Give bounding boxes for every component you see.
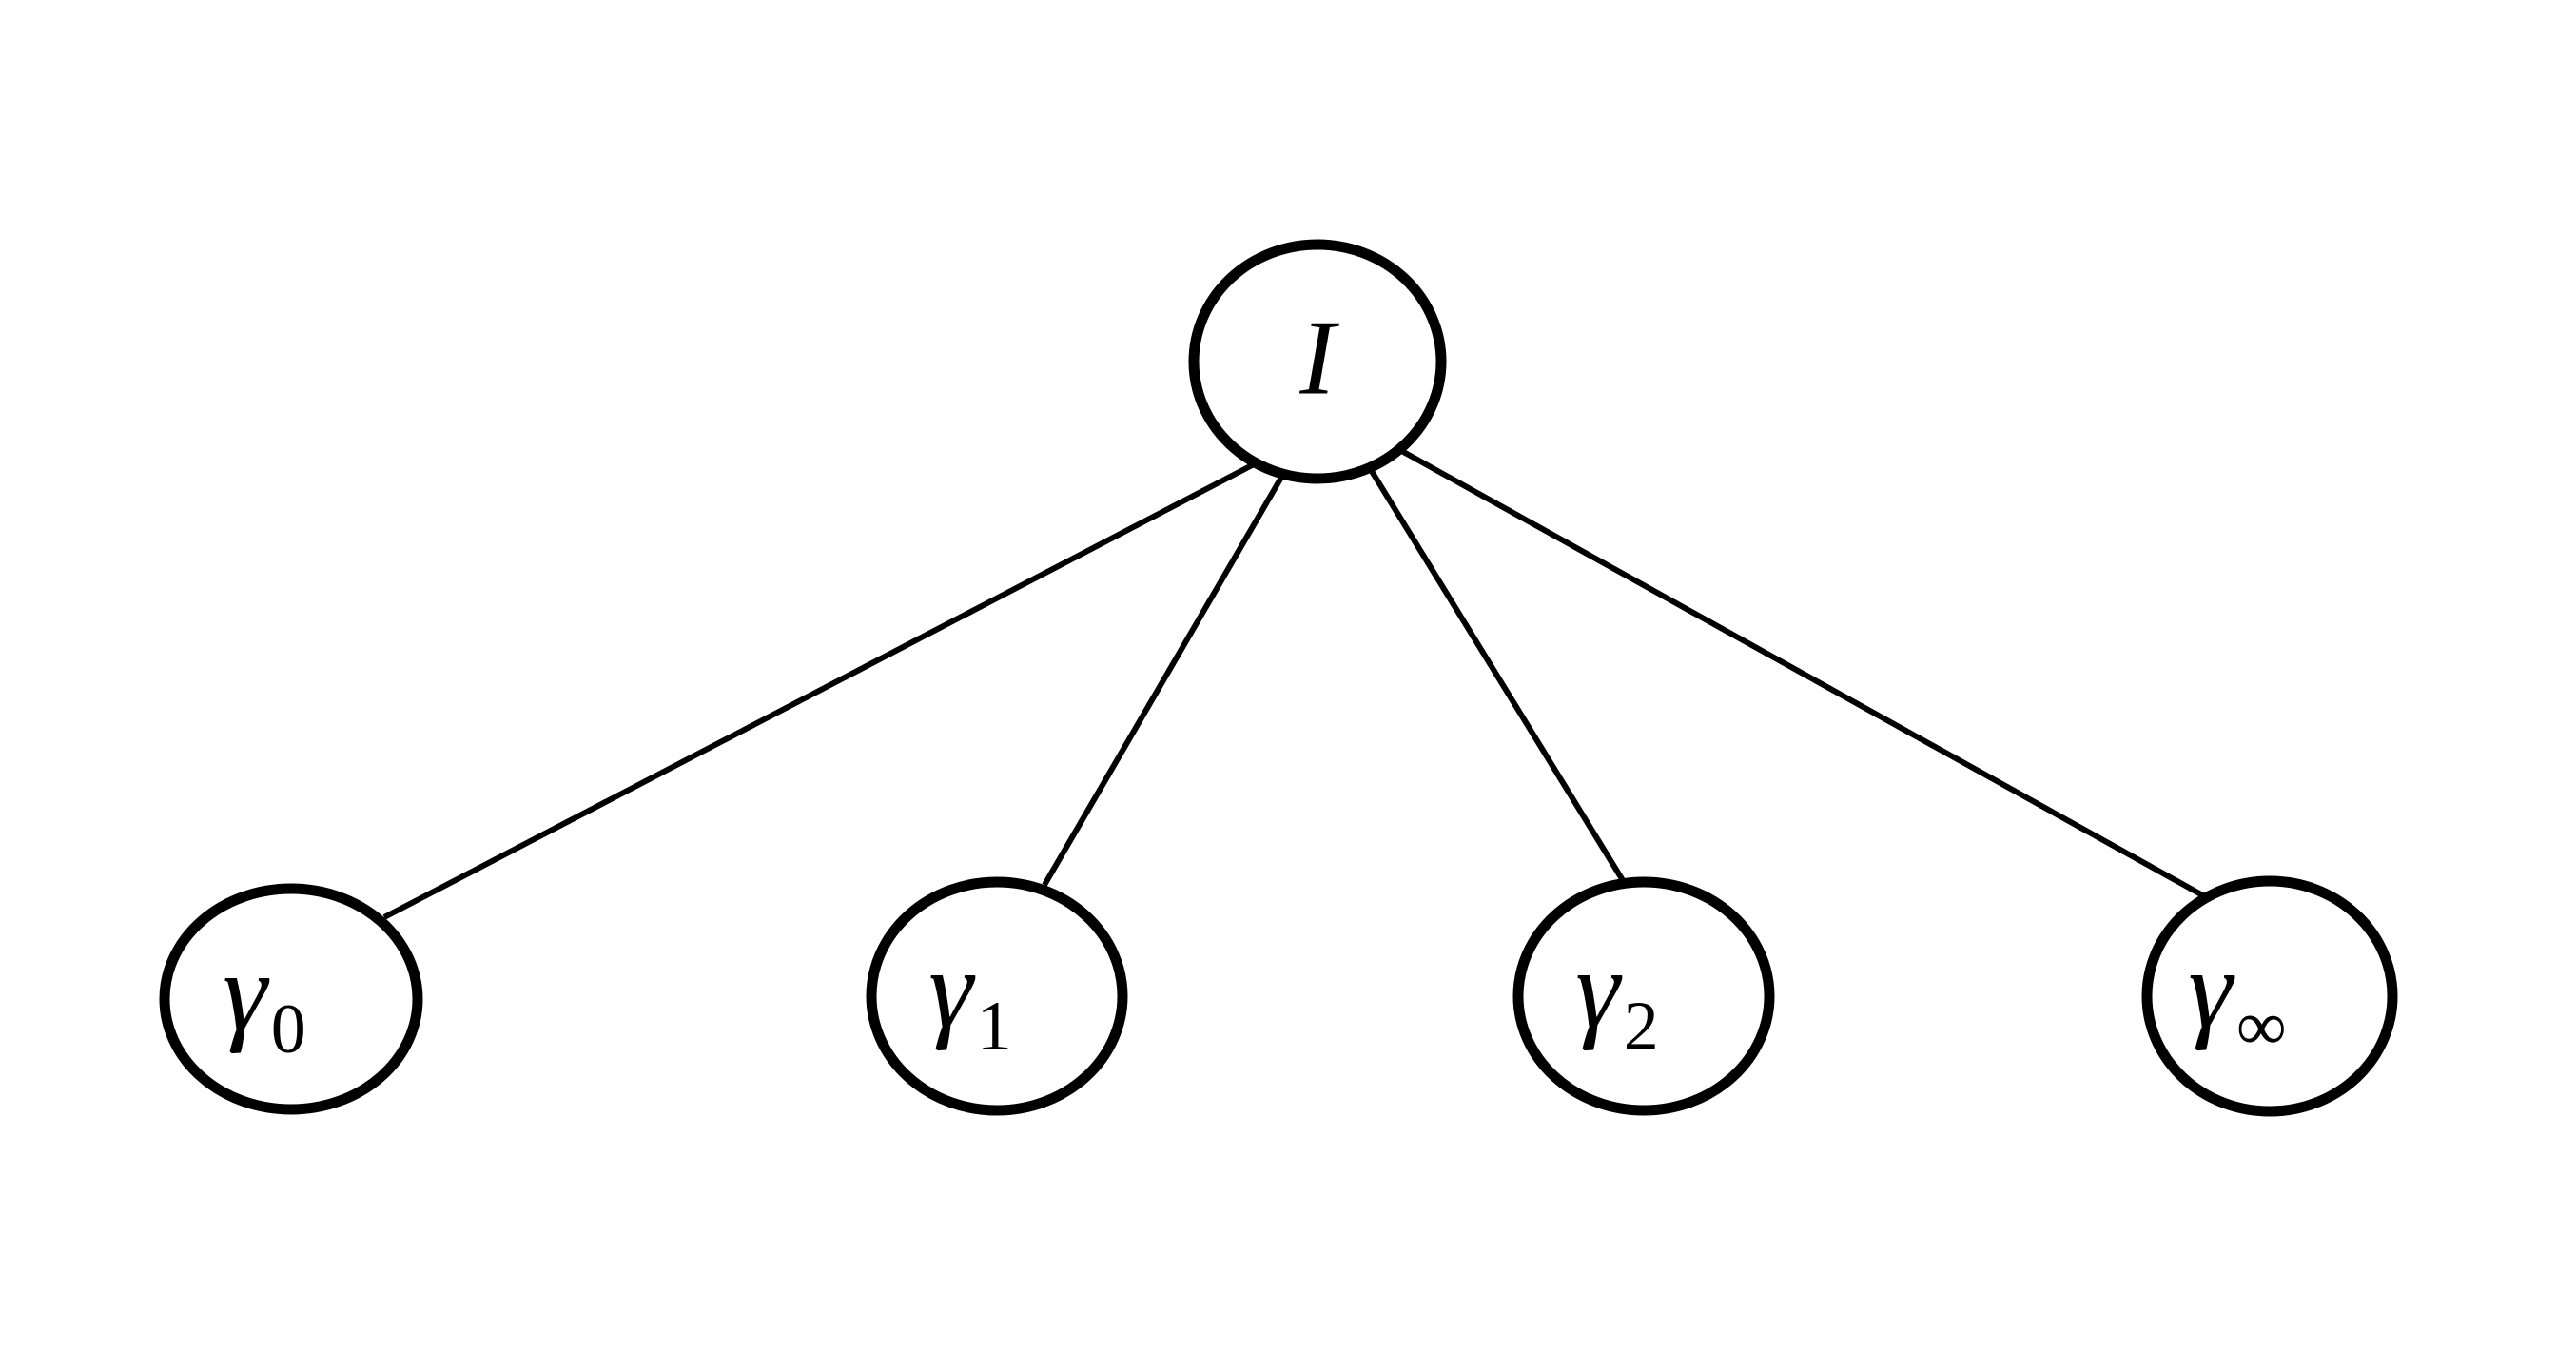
edge-root-to-gamma-infinity[interactable]	[1396, 446, 2218, 906]
node-root-label: I	[1298, 300, 1339, 418]
node-gamma-0-subscript: 0	[271, 990, 306, 1069]
node-gamma-infinity-symbol: γ	[2188, 927, 2235, 1051]
node-root-circle[interactable]	[1188, 239, 1447, 484]
node-gamma-2-subscript: 2	[1624, 988, 1659, 1066]
edge-root-to-gamma-1[interactable]	[1042, 474, 1285, 887]
node-gamma-1-label: γ1	[928, 927, 1012, 1066]
edge-group	[382, 446, 2218, 920]
node-gamma-infinity-label: γ∞	[2188, 927, 2286, 1066]
node-gamma-2[interactable]: γ2	[1512, 876, 1775, 1116]
node-gamma-0-circle[interactable]	[159, 883, 423, 1115]
node-gamma-infinity[interactable]: γ∞	[2141, 875, 2398, 1117]
node-gamma-0[interactable]: γ0	[159, 883, 423, 1115]
node-gamma-2-label: γ2	[1575, 927, 1659, 1066]
edge-root-to-gamma-2[interactable]	[1367, 466, 1627, 884]
node-gamma-1-circle[interactable]	[866, 876, 1128, 1116]
node-gamma-0-label: γ0	[223, 930, 306, 1069]
node-gamma-1-subscript: 1	[977, 988, 1012, 1066]
node-gamma-2-symbol: γ	[1575, 927, 1623, 1051]
node-gamma-2-circle[interactable]	[1512, 876, 1775, 1116]
edge-root-to-gamma-0[interactable]	[382, 461, 1258, 920]
node-root-identity[interactable]: I	[1188, 239, 1447, 484]
node-gamma-1-symbol: γ	[928, 927, 976, 1051]
node-gamma-0-symbol: γ	[223, 930, 270, 1054]
node-gamma-1[interactable]: γ1	[866, 876, 1128, 1116]
node-gamma-infinity-circle[interactable]	[2141, 875, 2398, 1117]
node-gamma-infinity-subscript: ∞	[2236, 988, 2287, 1066]
